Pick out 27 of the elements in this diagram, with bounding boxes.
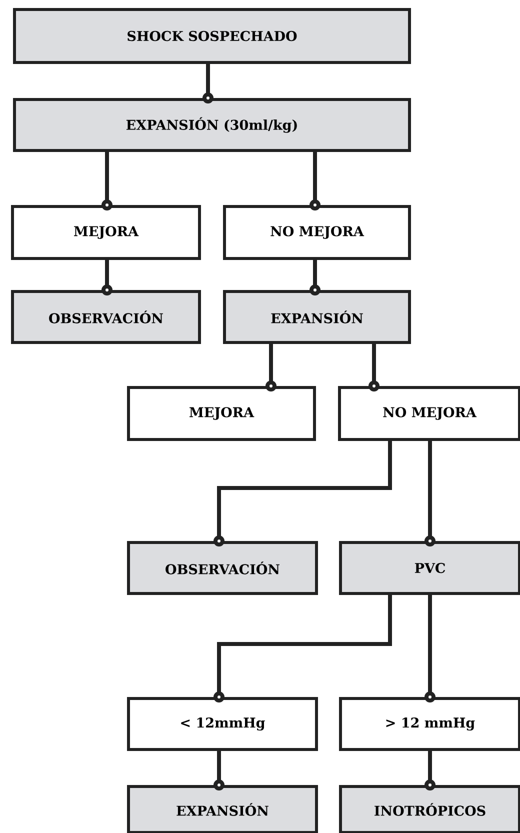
- connector: [214, 751, 224, 790]
- process-box: EXPANSIÓN: [223, 290, 411, 344]
- outcome-box: NO MEJORA: [338, 386, 520, 441]
- connector: [424, 441, 436, 546]
- outcome-box: MEJORA: [127, 386, 316, 441]
- connector: [102, 152, 112, 210]
- outcome-box: MEJORA: [11, 205, 201, 260]
- connector: [424, 595, 436, 702]
- connector: [368, 344, 380, 392]
- outcome-box: < 12mmHg: [127, 697, 318, 751]
- connector: [214, 595, 392, 702]
- process-box: SHOCK SOSPECHADO: [13, 8, 411, 64]
- process-box: INOTRÓPICOS: [339, 785, 520, 833]
- process-box: EXPANSIÓN (30ml/kg): [13, 98, 411, 152]
- process-box: EXPANSIÓN: [127, 785, 318, 833]
- process-box: OBSERVACIÓN: [127, 541, 318, 595]
- connector: [310, 260, 320, 296]
- connector: [266, 344, 276, 392]
- connector: [202, 64, 214, 104]
- process-box: OBSERVACIÓN: [11, 290, 201, 344]
- process-box: PVC: [339, 541, 520, 595]
- connector: [310, 152, 320, 210]
- connector: [214, 441, 392, 546]
- connector: [424, 751, 436, 790]
- outcome-box: > 12 mmHg: [339, 697, 520, 751]
- connector: [102, 260, 112, 296]
- outcome-box: NO MEJORA: [223, 205, 411, 260]
